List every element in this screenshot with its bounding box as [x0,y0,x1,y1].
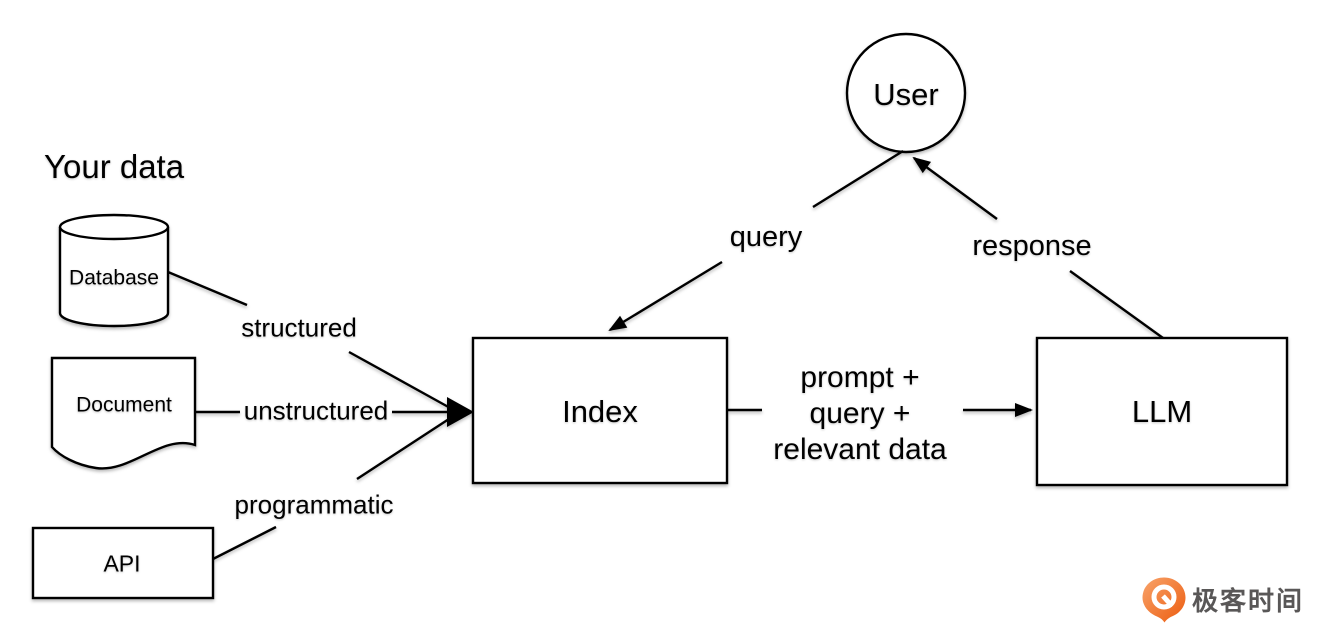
database-node [58,213,170,328]
edge-programmatic-index [356,415,453,481]
prompt-label-line1: prompt + [800,361,920,394]
index-node [471,336,729,485]
llm-node [1035,336,1289,487]
programmatic-label: programmatic [234,489,394,520]
api-label: API [103,550,141,577]
index-label: Index [562,393,638,429]
document-label: Document [76,393,172,417]
geektime-logo: 极客时间 [1142,576,1304,622]
logo-spacer [1142,576,1186,622]
document-node [50,356,197,470]
unstructured-label: unstructured [243,395,389,426]
edge-query-index [608,260,723,332]
edge-database-structured [167,270,248,307]
api-node [31,526,215,600]
edge-llm-response [1069,270,1164,339]
merge-arrowhead-icon [447,397,474,427]
prompt-label-line3: relevant data [773,433,947,466]
response-label: response [972,230,1092,263]
edge-api-programmatic [212,525,277,561]
geektime-logo-icon [1142,577,1186,623]
structured-label: structured [241,312,357,343]
edge-user-query [812,149,904,209]
database-label: Database [69,266,159,290]
geektime-logo-text: 极客时间 [1192,585,1305,616]
llm-label: LLM [1131,393,1193,429]
prompt-label: prompt + query + relevant data [773,360,946,468]
query-label: query [729,221,803,254]
edge-structured-index [348,350,453,411]
prompt-label-line2: query + [809,397,911,430]
user-label: User [873,76,939,112]
your-data-title: Your data [44,148,185,185]
user-node [845,32,967,154]
edge-response-user [912,156,998,220]
